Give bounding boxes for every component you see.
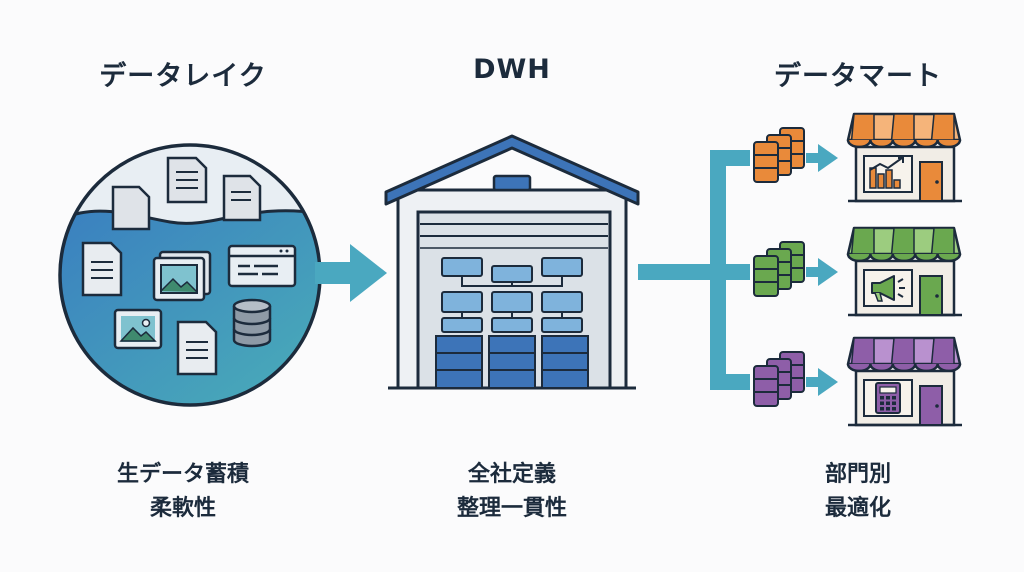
storage-stack (488, 335, 536, 389)
megaphone-icon (871, 275, 905, 302)
caption-line: 柔軟性 (149, 496, 217, 521)
data-mart-caption: 部門別 最適化 (825, 458, 891, 526)
hierarchy-boxes (441, 257, 583, 333)
store-door (919, 275, 943, 316)
store-door (919, 385, 943, 426)
mart-flow-arrow (806, 144, 838, 172)
caption-line: 生データ蓄積 (116, 462, 250, 487)
caption-line: 全社定義 (467, 462, 557, 487)
data-lake-caption: 生データ蓄積 柔軟性 (117, 458, 249, 526)
document-icon (166, 156, 208, 204)
caption-line: 最適化 (824, 496, 892, 521)
document-icon (81, 241, 123, 297)
storage-stack (435, 335, 483, 389)
mart-store (846, 336, 962, 427)
storage-stack (541, 335, 589, 389)
mart-store (846, 226, 962, 317)
data-lake-title: データレイク (99, 61, 267, 92)
image-icon (113, 308, 163, 350)
mart-flow-arrow (806, 258, 838, 286)
document-icon (222, 174, 262, 222)
image-icon (152, 250, 212, 302)
storage-units (435, 335, 589, 389)
mart-data-stack (753, 127, 805, 183)
caption-line: 整理一貫性 (456, 496, 568, 521)
document-icon (176, 320, 218, 376)
mart-data-stack (753, 351, 805, 407)
browser-window-icon (227, 244, 297, 288)
document-icon (111, 185, 151, 231)
bar-chart-icon (869, 157, 904, 189)
mart-data-stack (753, 241, 805, 297)
dwh-caption: 全社定義 整理一貫性 (457, 458, 567, 526)
flow-arrow-dwh-to-marts (638, 150, 750, 390)
database-icon (232, 298, 272, 348)
data-mart-title: データマート (774, 61, 942, 92)
warehouse-vent (492, 174, 532, 192)
mart-flow-arrow (806, 368, 838, 396)
mart-store (846, 112, 962, 203)
store-door (919, 161, 943, 202)
dwh-title: DWH (473, 54, 551, 85)
flow-arrow-lake-to-dwh (315, 244, 387, 302)
calculator-icon (875, 382, 901, 414)
caption-line: 部門別 (824, 462, 892, 487)
